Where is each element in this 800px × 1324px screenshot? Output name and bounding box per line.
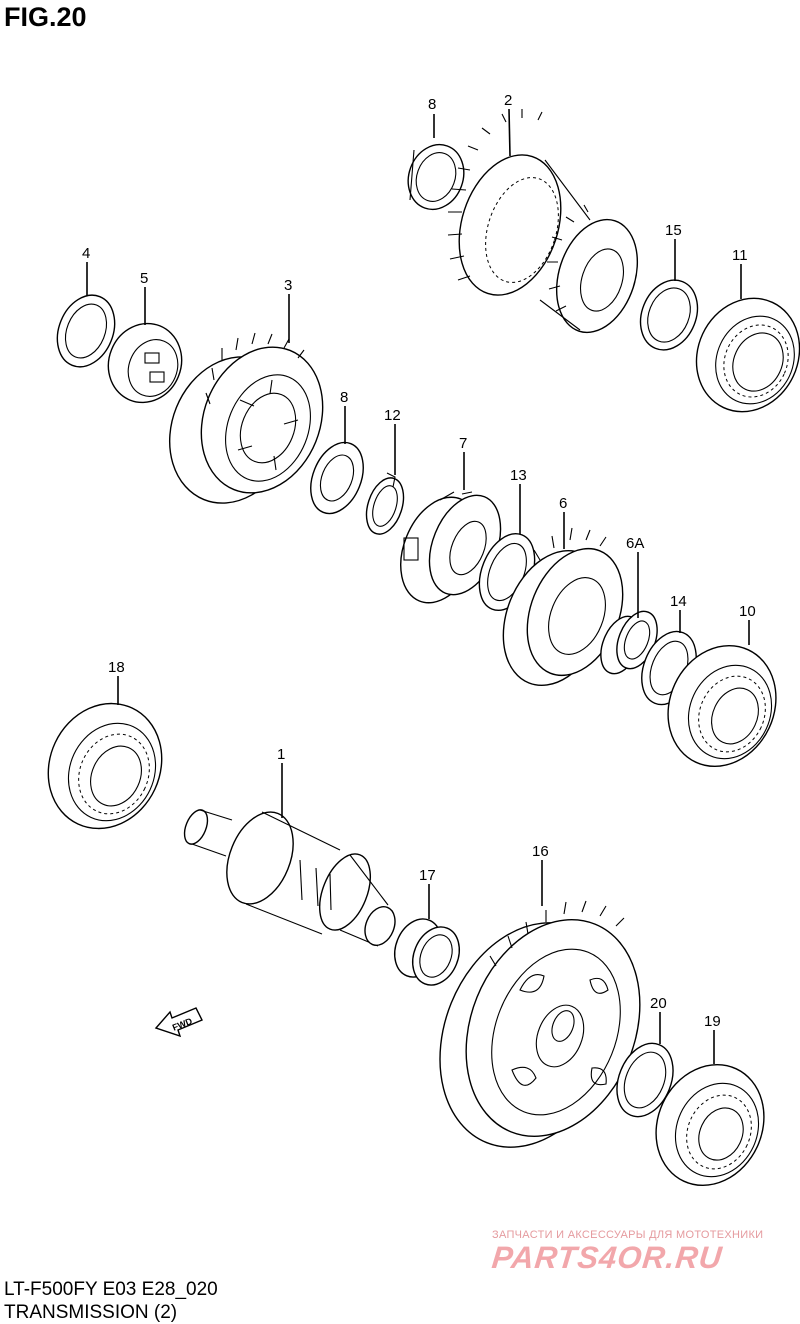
leader-lines	[86, 108, 750, 1064]
part-11-bearing	[695, 297, 800, 413]
part-15-washer	[639, 279, 699, 351]
part-label-10: 10	[739, 603, 756, 620]
part-labels: 8 2 15 11 4 5 3 8 12 7 13 6 6A 14 10 18 …	[82, 92, 756, 1030]
fwd-arrow-icon: FWD	[154, 1007, 203, 1038]
watermark-tagline: ЗАПЧАСТИ И АКСЕССУАРЫ ДЛЯ МОТОТЕХНИКИ	[492, 1229, 764, 1241]
part-20-washer	[616, 1042, 674, 1118]
part-2-double-gear	[447, 109, 639, 334]
part-label-3: 3	[284, 277, 292, 294]
part-1-output-shaft	[183, 809, 396, 947]
part-label-17: 17	[419, 867, 436, 884]
part-label-14: 14	[670, 593, 687, 610]
part-17-bushing	[394, 918, 460, 986]
fig-title: FIG.20	[4, 2, 87, 32]
part-4-ring	[56, 294, 116, 368]
part-label-6A: 6A	[626, 535, 644, 552]
part-label-8: 8	[340, 389, 348, 406]
part-label-20: 20	[650, 995, 667, 1012]
part-label-1: 1	[277, 746, 285, 763]
part-9-spacer-ring	[407, 143, 465, 211]
part-label-9: 8	[428, 96, 436, 113]
model-code: LT-F500FY E03 E28_020	[4, 1279, 218, 1300]
part-label-5: 5	[140, 270, 148, 287]
part-label-4: 4	[82, 245, 90, 262]
part-label-16: 16	[532, 843, 549, 860]
part-3-gear	[168, 332, 324, 504]
part-label-19: 19	[704, 1013, 721, 1030]
part-6-gear	[502, 527, 624, 687]
section-name: TRANSMISSION (2)	[4, 1302, 178, 1323]
part-label-2: 2	[504, 92, 512, 109]
part-label-15: 15	[665, 222, 682, 239]
part-label-6: 6	[559, 495, 567, 512]
part-label-12: 12	[384, 407, 401, 424]
part-label-13: 13	[510, 467, 527, 484]
part-label-11: 11	[732, 247, 748, 264]
part-10-bearing	[667, 644, 777, 768]
part-19-bearing	[655, 1063, 765, 1187]
part-16-final-gear	[439, 900, 641, 1148]
part-label-7: 7	[459, 435, 467, 452]
part-12-circlip	[365, 472, 405, 535]
part-label-18: 18	[108, 659, 125, 676]
part-8-splined-washer	[310, 441, 364, 515]
part-5-bushing	[107, 322, 183, 404]
part-18-bearing	[47, 702, 163, 830]
watermark-logo: PARTS4OR.RU	[490, 1240, 725, 1275]
